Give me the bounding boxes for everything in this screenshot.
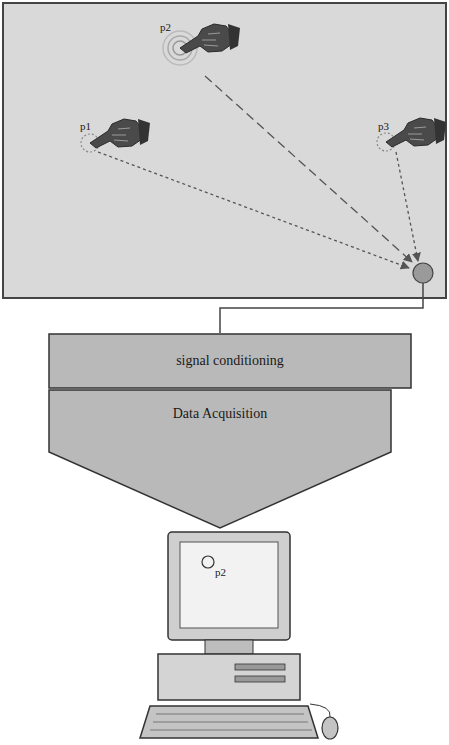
screen-point-label: p2 <box>215 567 226 578</box>
sensing-surface <box>3 3 446 298</box>
data-acquisition-arrow: Data Acquisition <box>48 389 392 529</box>
sensor <box>413 263 433 283</box>
touch-point-label: p2 <box>160 22 171 33</box>
touch-point-label: p1 <box>80 121 91 132</box>
node-text: signal conditioning <box>48 352 412 370</box>
wire <box>220 283 423 333</box>
signal-conditioning-box: signal conditioning <box>48 333 412 389</box>
node-text: Data Acquisition <box>165 405 275 423</box>
computer <box>140 532 338 739</box>
touch-point-label: p3 <box>378 121 389 132</box>
